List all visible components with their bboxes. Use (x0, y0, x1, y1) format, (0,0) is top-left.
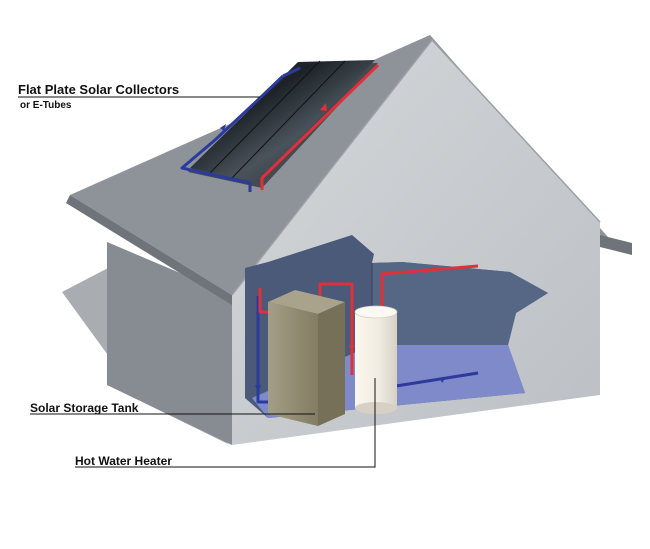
water-heater-body (355, 312, 397, 408)
storage-tank-label: Solar Storage Tank (30, 402, 138, 414)
water-heater-top (355, 306, 397, 318)
storage-tank-side (318, 302, 345, 426)
storage-tank-front (268, 302, 318, 426)
water-heater-label: Hot Water Heater (75, 455, 172, 467)
water-heater-bottom (355, 402, 397, 414)
collectors-sub-label: or E-Tubes (20, 101, 71, 111)
collectors-label: Flat Plate Solar Collectors (18, 83, 179, 96)
right-eave (600, 235, 632, 255)
